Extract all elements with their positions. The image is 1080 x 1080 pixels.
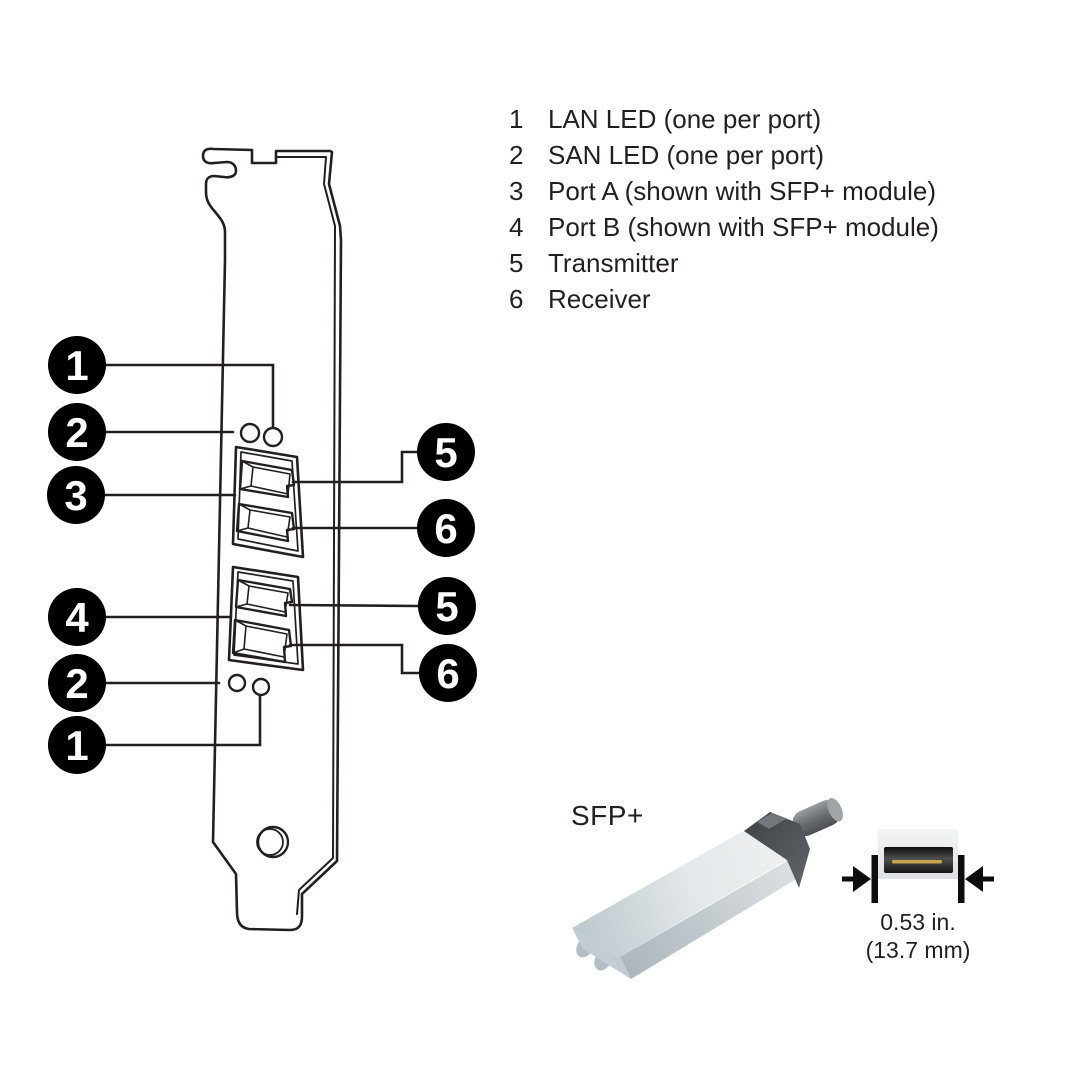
legend-item-number: 4: [509, 211, 524, 242]
legend-item-label: Port A (shown with SFP+ module): [548, 175, 937, 206]
svg-text:5: 5: [435, 583, 458, 630]
dimension-arrow-right: [965, 866, 983, 892]
leader-6-bottom: [288, 643, 421, 675]
legend-item-label: LAN LED (one per port): [548, 103, 822, 134]
leader-5-bottom: [288, 603, 420, 608]
legend: 1 LAN LED (one per port) 2 SAN LED (one …: [509, 101, 939, 317]
svg-text:1: 1: [65, 342, 88, 389]
callout-right-5-bottom: 5: [418, 577, 476, 635]
lan-led-port-b: [251, 677, 271, 697]
callout-left-2-bottom: 2: [48, 654, 106, 712]
legend-item-label: Transmitter: [548, 247, 679, 278]
legend-item: 5 Transmitter: [509, 245, 939, 281]
gold-edge-connector: [892, 860, 942, 864]
port-b-cage: [227, 565, 305, 672]
svg-text:2: 2: [65, 409, 88, 456]
callout-right-6-top: 6: [417, 499, 475, 557]
callout-right-6-bottom: 6: [419, 644, 477, 702]
legend-item: 6 Receiver: [509, 281, 939, 317]
sfp-module-illustration: [572, 797, 843, 979]
legend-item-number: 5: [509, 247, 524, 278]
leader-5-top: [291, 450, 421, 484]
dimension-arrows: [842, 855, 994, 903]
sfp-latch: [744, 812, 810, 888]
sfp-side-face: [620, 857, 803, 979]
legend-item: 2 SAN LED (one per port): [509, 137, 939, 173]
svg-text:6: 6: [436, 650, 459, 697]
sfp-module-title: SFP+: [571, 800, 644, 831]
san-led-port-b: [227, 673, 247, 693]
port-a-cage: [231, 445, 305, 559]
dimension-inches: 0.53 in.: [880, 909, 956, 935]
callout-left-4: 4: [48, 588, 106, 646]
svg-text:4: 4: [65, 594, 89, 641]
legend-item: 3 Port A (shown with SFP+ module): [509, 173, 939, 209]
legend-item: 4 Port B (shown with SFP+ module): [509, 209, 939, 245]
svg-text:1: 1: [65, 722, 88, 769]
sfp-top-face: [572, 829, 793, 957]
svg-text:2: 2: [65, 660, 88, 707]
dimension-mm: (13.7 mm): [865, 937, 971, 963]
callout-left-2-top: 2: [48, 403, 106, 461]
legend-item-label: SAN LED (one per port): [548, 139, 825, 170]
san-led-port-a: [262, 426, 284, 448]
legend-item-label: Receiver: [548, 283, 651, 314]
leader-1-bottom: [104, 694, 262, 747]
dimension-arrow-left: [853, 866, 871, 892]
callout-right-5-top: 5: [417, 423, 475, 481]
callout-left-3: 3: [47, 466, 105, 524]
callout-left-1-top: 1: [48, 336, 106, 394]
legend-item-number: 6: [509, 283, 524, 314]
legend-item: 1 LAN LED (one per port): [509, 101, 939, 137]
svg-text:6: 6: [434, 505, 457, 552]
legend-item-number: 3: [509, 175, 524, 206]
sfp-end-face: [572, 928, 631, 979]
sfp-latch-highlight: [757, 813, 786, 829]
screw-hole-inner: [256, 828, 284, 856]
sfp-front-view: [878, 829, 958, 879]
leader-1-top: [104, 363, 275, 428]
bracket-metal-thickness-line: [276, 156, 336, 915]
callout-left-1-bottom: 1: [48, 716, 106, 774]
sfp-handle-cylinder: [792, 797, 843, 837]
leader-lines: [103, 363, 421, 747]
dimension-caption: 0.53 in. (13.7 mm): [838, 908, 998, 964]
svg-text:5: 5: [434, 429, 457, 476]
legend-item-label: Port B (shown with SFP+ module): [548, 211, 939, 242]
legend-item-number: 1: [509, 103, 524, 134]
lan-led-port-a: [239, 422, 261, 444]
callout-bubbles: 1 2 3 4 2 1 5: [47, 336, 477, 774]
svg-text:3: 3: [64, 472, 87, 519]
legend-item-number: 2: [509, 139, 524, 170]
